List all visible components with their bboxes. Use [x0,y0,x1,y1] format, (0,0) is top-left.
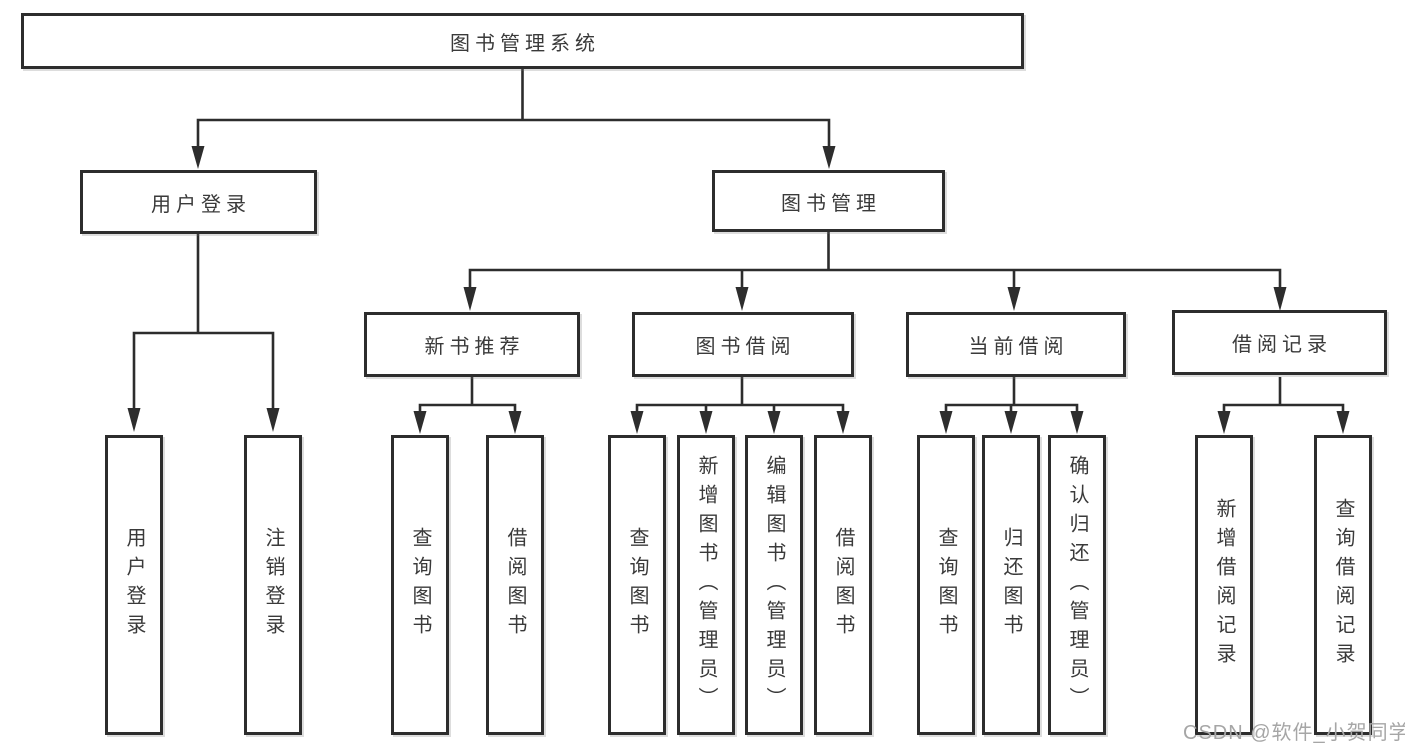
leaf-newbooks-query-books-label: 查询图书 [409,527,431,643]
arrowhead [127,408,141,432]
leaf-borrowing-edit-books-admin: 编辑图书（管理员） [745,435,803,735]
arrowhead [413,411,427,434]
leaf-current-confirm-return-admin-label: 确认归还（管理员） [1066,454,1088,716]
node-book-borrowing-label: 图书借阅 [695,336,796,358]
node-user-login: 用户登录 [80,170,317,234]
arrowhead [822,146,836,169]
leaf-current-query-books: 查询图书 [917,435,975,735]
csdn-watermark: CSDN @软件_小贺同学 [1183,722,1405,744]
node-book-management: 图书管理 [712,170,945,232]
leaf-current-return-books: 归还图书 [982,435,1040,735]
arrowhead [767,411,781,434]
arrowhead [463,287,477,311]
leaf-records-query-record: 查询借阅记录 [1314,435,1372,735]
connector-new-books [418,377,517,413]
node-user-login-label: 用户登录 [151,193,251,216]
leaf-borrowing-add-books-admin: 新增图书（管理员） [677,435,735,735]
leaf-borrowing-add-books-admin-label: 新增图书（管理员） [695,454,717,716]
leaf-borrowing-borrow-books-label: 借阅图书 [832,527,854,643]
arrowhead [735,287,749,311]
arrowhead [266,408,280,432]
leaf-records-add-record-label: 新增借阅记录 [1213,498,1235,672]
leaf-current-return-books-label: 归还图书 [1000,527,1022,643]
arrowhead [1273,287,1287,311]
leaf-newbooks-query-books: 查询图书 [391,435,449,735]
connector-book-borrowing [635,377,845,413]
leaf-records-add-record: 新增借阅记录 [1195,435,1253,735]
node-current-borrowing-label: 当前借阅 [968,336,1069,358]
arrowhead [508,411,522,434]
leaf-current-confirm-return-admin: 确认归还（管理员） [1048,435,1106,735]
arrowhead [191,146,205,169]
arrowhead [1217,411,1231,434]
arrowhead [1007,287,1021,311]
arrowhead [836,411,850,434]
leaf-current-query-books-label: 查询图书 [935,527,957,643]
leaf-newbooks-borrow-books-label: 借阅图书 [504,527,526,643]
leaf-borrowing-query-books-label: 查询图书 [626,527,648,643]
node-book-borrowing: 图书借阅 [632,312,854,377]
arrowhead [699,411,713,434]
leaf-borrowing-borrow-books: 借阅图书 [814,435,872,735]
node-new-books-label: 新书推荐 [424,336,525,358]
leaf-user-login: 用户登录 [105,435,163,735]
arrowhead [939,411,953,434]
node-root-label: 图书管理系统 [450,32,600,55]
node-new-books: 新书推荐 [364,312,580,377]
connector-user-login [132,234,275,410]
node-borrow-records-label: 借阅记录 [1232,334,1332,356]
leaf-logout-label: 注销登录 [262,527,284,643]
node-book-management-label: 图书管理 [781,192,881,215]
node-current-borrowing: 当前借阅 [906,312,1126,377]
connector-root [196,69,831,148]
leaf-borrowing-edit-books-admin-label: 编辑图书（管理员） [763,454,785,716]
leaf-newbooks-borrow-books: 借阅图书 [486,435,544,735]
connector-borrow-records [1222,377,1345,413]
leaf-records-query-record-label: 查询借阅记录 [1332,498,1354,672]
node-borrow-records: 借阅记录 [1172,310,1387,375]
node-root-library-system: 图书管理系统 [21,13,1024,69]
leaf-user-login-label: 用户登录 [123,527,145,643]
connector-current-borrowing [944,377,1079,413]
arrowhead [1336,411,1350,434]
arrowhead [1004,411,1018,434]
arrowhead [1070,411,1084,434]
arrowhead [630,411,644,434]
leaf-borrowing-query-books: 查询图书 [608,435,666,735]
leaf-logout: 注销登录 [244,435,302,735]
connector-book-management [468,232,1282,289]
